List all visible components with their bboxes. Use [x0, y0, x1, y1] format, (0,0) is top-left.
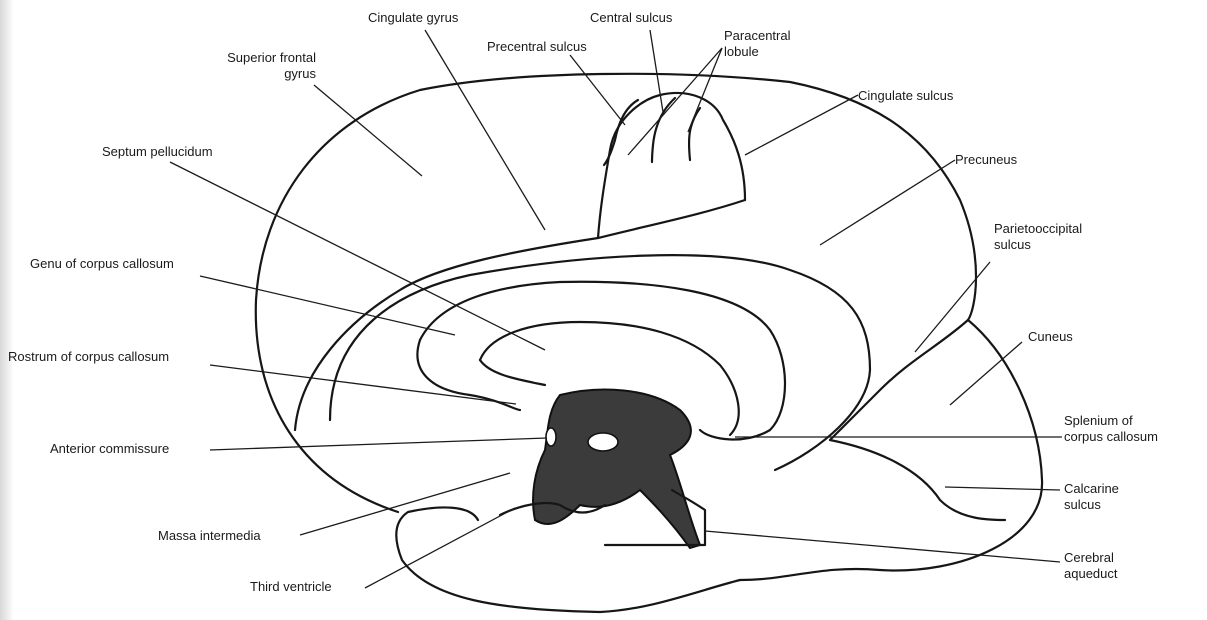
label-anterior-commissure: Anterior commissure — [50, 441, 169, 457]
parietooccipital-line-2: sulcus — [994, 237, 1082, 253]
leader-third-ventricle — [365, 508, 515, 588]
label-superior-frontal-gyrus: Superior frontal gyrus — [180, 50, 316, 82]
occipital-outline — [740, 320, 1042, 580]
label-cerebral-aqueduct: Cerebral aqueduct — [1064, 550, 1118, 582]
label-third-ventricle: Third ventricle — [250, 579, 332, 595]
cingulate-sulcus-line — [295, 200, 745, 430]
paracentral-line-1: Paracentral — [724, 28, 790, 44]
label-genu-corpus-callosum: Genu of corpus callosum — [30, 256, 174, 272]
aqueduct-line-2: aqueduct — [1064, 566, 1118, 582]
superior-frontal-line-1: Superior frontal — [180, 50, 316, 66]
label-massa-intermedia: Massa intermedia — [158, 528, 261, 544]
leader-lines — [170, 30, 1062, 588]
aqueduct-line-1: Cerebral — [1064, 550, 1118, 566]
anterior-commissure-shape — [546, 428, 556, 446]
central-sulcus-line — [652, 98, 675, 162]
calcarine-line-2: sulcus — [1064, 497, 1119, 513]
splenium-line-2: corpus callosum — [1064, 429, 1158, 445]
leader-cerebral-aqueduct — [705, 531, 1060, 562]
paracentral-lobule-outline — [598, 93, 745, 238]
parietooccipital-sulcus-line — [830, 320, 968, 440]
leader-central-sulcus — [650, 30, 663, 112]
label-cingulate-sulcus: Cingulate sulcus — [858, 88, 953, 104]
label-parietooccipital-sulcus: Parietooccipital sulcus — [994, 221, 1082, 253]
leader-superior-frontal-gyrus — [314, 85, 422, 176]
third-ventricle-shape — [533, 390, 700, 548]
superior-frontal-line-2: gyrus — [180, 66, 316, 82]
leader-cingulate-sulcus — [745, 95, 858, 155]
septum-lower-curve — [480, 360, 545, 385]
leader-precuneus — [820, 160, 955, 245]
leader-massa-intermedia — [300, 473, 510, 535]
label-precentral-sulcus: Precentral sulcus — [487, 39, 587, 55]
calcarine-sulcus-line — [830, 440, 1005, 520]
leader-anterior-commissure — [210, 438, 547, 450]
label-cingulate-gyrus: Cingulate gyrus — [368, 10, 458, 26]
label-rostrum-corpus-callosum: Rostrum of corpus callosum — [8, 349, 169, 365]
label-central-sulcus: Central sulcus — [590, 10, 672, 26]
label-precuneus: Precuneus — [955, 152, 1017, 168]
label-splenium-corpus-callosum: Splenium of corpus callosum — [1064, 413, 1158, 445]
label-cuneus: Cuneus — [1028, 329, 1073, 345]
parietooccipital-line-1: Parietooccipital — [994, 221, 1082, 237]
label-calcarine-sulcus: Calcarine sulcus — [1064, 481, 1119, 513]
leader-precentral-sulcus — [570, 55, 625, 125]
leader-cingulate-gyrus — [425, 30, 545, 230]
paracentral-line-2: lobule — [724, 44, 790, 60]
leader-paracentral-lobule-2 — [688, 48, 722, 132]
label-paracentral-lobule: Paracentral lobule — [724, 28, 790, 60]
massa-intermedia-shape — [588, 433, 618, 451]
label-septum-pellucidum: Septum pellucidum — [102, 144, 213, 160]
leader-genu — [200, 276, 455, 335]
leader-parietooccipital-sulcus — [915, 262, 990, 352]
leader-rostrum — [210, 365, 516, 404]
calcarine-line-1: Calcarine — [1064, 481, 1119, 497]
splenium-line-1: Splenium of — [1064, 413, 1158, 429]
